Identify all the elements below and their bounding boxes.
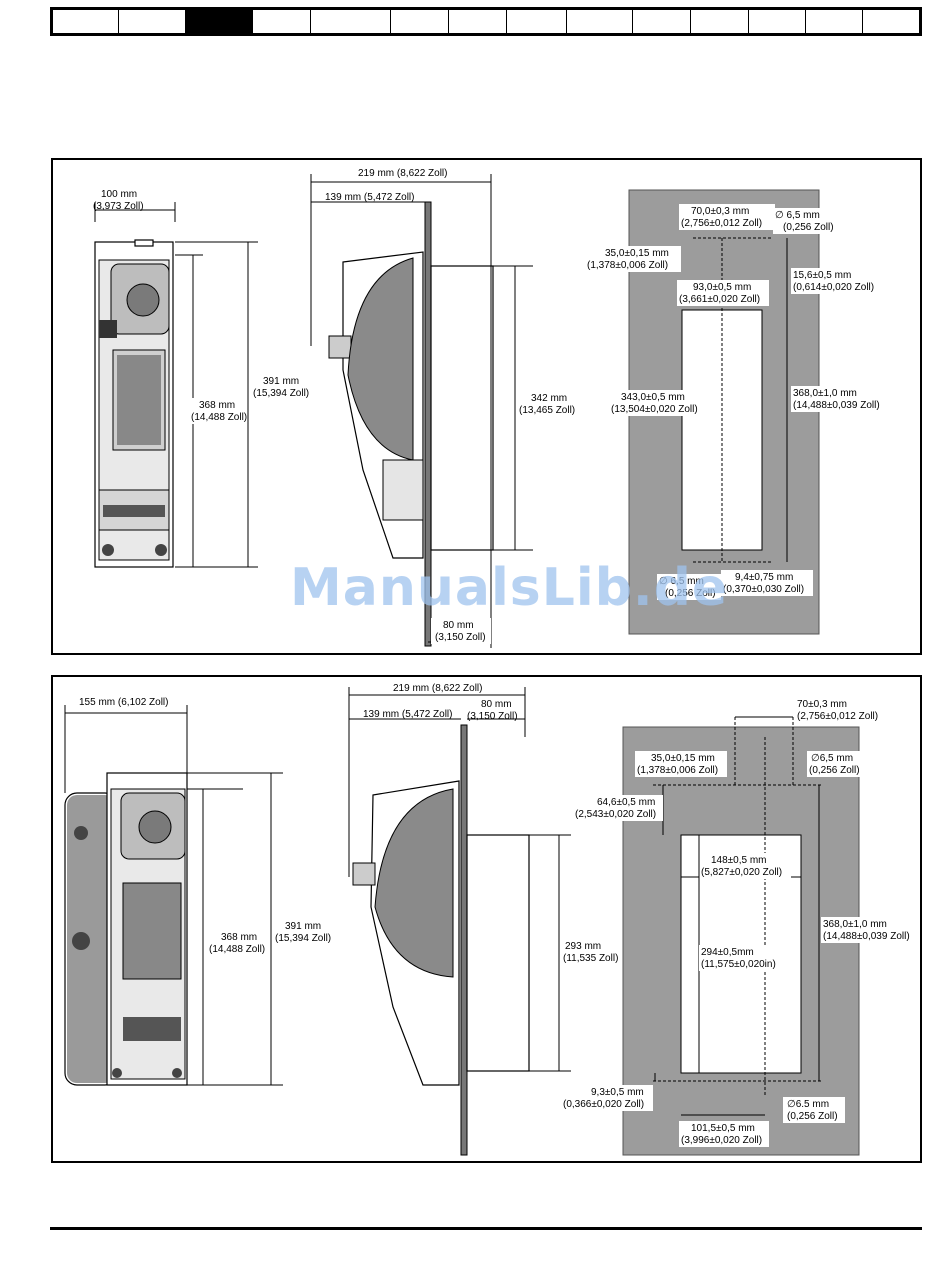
dim-hole-diameter: ∅ 6,5 mm — [775, 210, 820, 221]
chapter-tab-strip — [50, 7, 922, 36]
dim-depth-80-inch: (3,150 Zoll) — [435, 632, 486, 643]
dim-height-368-large-inch: (14,488 Zoll) — [209, 944, 265, 955]
dim-hole-diameter-lower-large: ∅6.5 mm — [787, 1099, 829, 1110]
dim-height-391: 391 mm — [263, 376, 299, 387]
dim-height-342-inch: (13,465 Zoll) — [519, 405, 575, 416]
chapter-tab[interactable] — [863, 10, 919, 33]
chapter-tab[interactable] — [391, 10, 449, 33]
dim-width-front-large: 155 mm (6,102 Zoll) — [79, 697, 168, 708]
dim-cutout-294: 294±0,5mm — [701, 947, 754, 958]
dim-cutout-148-inch: (5,827±0,020 Zoll) — [701, 867, 782, 878]
chapter-tab[interactable] — [119, 10, 186, 33]
dim-cutout-9-3-inch: (0,366±0,020 Zoll) — [563, 1099, 644, 1110]
chapter-tab[interactable] — [449, 10, 507, 33]
bottom-dimension-figure: 155 mm (6,102 Zoll) 368 mm (14,488 Zoll)… — [51, 675, 922, 1163]
top-figure-drawing: 100 mm (3,973 Zoll) 368 mm (14,488 Zoll)… — [93, 168, 885, 648]
dim-cutout-35-large-inch: (1,378±0,006 Zoll) — [637, 765, 718, 776]
chapter-tab[interactable] — [749, 10, 806, 33]
watermark-text: ManualsLib.de — [290, 558, 729, 618]
dim-width-front-inch: (3,973 Zoll) — [93, 201, 144, 212]
dim-height-368-large: 368 mm — [221, 932, 257, 943]
dim-hole-diameter-lower-large-inch: (0,256 Zoll) — [787, 1111, 838, 1122]
dim-hole-diameter-large: ∅6,5 mm — [811, 753, 853, 764]
dim-cutout-368: 368,0±1,0 mm — [793, 388, 857, 399]
side-view-drive — [328, 201, 494, 647]
dim-cutout-368-large-inch: (14,488±0,039 Zoll) — [823, 931, 910, 942]
dim-cutout-343-inch: (13,504±0,020 Zoll) — [611, 404, 698, 415]
bottom-figure-drawing: 155 mm (6,102 Zoll) 368 mm (14,488 Zoll)… — [64, 683, 915, 1156]
dim-height-368: 368 mm — [199, 400, 235, 411]
dim-depth-219-large: 219 mm (8,622 Zoll) — [393, 683, 482, 694]
top-dimension-figure: 100 mm (3,973 Zoll) 368 mm (14,488 Zoll)… — [51, 158, 922, 655]
dim-height-368-inch: (14,488 Zoll) — [191, 412, 247, 423]
dim-width-front: 100 mm — [101, 189, 137, 200]
dim-hole-diameter-lower: ∅ 6,5 mm — [659, 576, 704, 587]
front-view-drive — [94, 239, 174, 568]
dim-cutout-294-inch: (11,575±0,020in) — [701, 959, 776, 970]
dim-hole-diameter-lower-inch: (0,256 Zoll) — [665, 588, 716, 599]
dim-cutout-64-6-inch: (2,543±0,020 Zoll) — [575, 809, 656, 820]
dim-cutout-101-5-inch: (3,996±0,020 Zoll) — [681, 1135, 762, 1146]
dim-cutout-70-large: 70±0,3 mm — [797, 699, 847, 710]
dim-height-391-inch: (15,394 Zoll) — [253, 388, 309, 399]
footer-rule — [50, 1227, 922, 1230]
dim-depth-219: 219 mm (8,622 Zoll) — [358, 168, 447, 179]
dim-cutout-70-inch: (2,756±0,012 Zoll) — [681, 218, 762, 229]
dim-height-391-large-inch: (15,394 Zoll) — [275, 933, 331, 944]
dim-cutout-35: 35,0±0,15 mm — [605, 248, 669, 259]
dim-cutout-368-large: 368,0±1,0 mm — [823, 919, 887, 930]
dim-height-342: 342 mm — [531, 393, 567, 404]
dim-cutout-35-large: 35,0±0,15 mm — [651, 753, 715, 764]
dim-cutout-9-3: 9,3±0,5 mm — [591, 1087, 644, 1098]
dim-cutout-70-large-inch: (2,756±0,012 Zoll) — [797, 711, 878, 722]
dim-height-293: 293 mm — [565, 941, 601, 952]
dim-hole-diameter-inch: (0,256 Zoll) — [783, 222, 834, 233]
dim-cutout-343: 343,0±0,5 mm — [621, 392, 685, 403]
chapter-tab[interactable] — [633, 10, 691, 33]
chapter-tab[interactable] — [53, 10, 119, 33]
dim-cutout-148: 148±0,5 mm — [711, 855, 767, 866]
dim-height-391-large: 391 mm — [285, 921, 321, 932]
dim-cutout-101-5: 101,5±0,5 mm — [691, 1123, 755, 1134]
dim-depth-139: 139 mm (5,472 Zoll) — [325, 192, 414, 203]
dim-depth-80: 80 mm — [443, 620, 474, 631]
chapter-tab[interactable] — [507, 10, 567, 33]
dim-depth-80-large-inch: (3,150 Zoll) — [467, 711, 518, 722]
dim-cutout-15-6-inch: (0,614±0,020 Zoll) — [793, 282, 874, 293]
dim-cutout-35-inch: (1,378±0,006 Zoll) — [587, 260, 668, 271]
dim-hole-diameter-large-inch: (0,256 Zoll) — [809, 765, 860, 776]
chapter-tab[interactable] — [311, 10, 391, 33]
dim-cutout-15-6: 15,6±0,5 mm — [793, 270, 851, 281]
front-view-drive-large — [64, 772, 188, 1086]
dim-cutout-9-4: 9,4±0,75 mm — [735, 572, 793, 583]
dim-cutout-368-inch: (14,488±0,039 Zoll) — [793, 400, 880, 411]
chapter-tab[interactable] — [567, 10, 633, 33]
side-view-drive-large — [352, 724, 530, 1156]
dim-cutout-93-inch: (3,661±0,020 Zoll) — [679, 294, 760, 305]
chapter-tab[interactable] — [691, 10, 749, 33]
chapter-tab-active[interactable] — [186, 10, 253, 33]
dim-height-293-inch: (11,535 Zoll) — [563, 953, 618, 964]
dim-cutout-70: 70,0±0,3 mm — [691, 206, 749, 217]
dim-cutout-9-4-inch: (0,370±0,030 Zoll) — [723, 584, 804, 595]
chapter-tab[interactable] — [253, 10, 311, 33]
dim-depth-80-large: 80 mm — [481, 699, 512, 710]
chapter-tab[interactable] — [806, 10, 863, 33]
dim-cutout-64-6: 64,6±0,5 mm — [597, 797, 655, 808]
dim-depth-139-large: 139 mm (5,472 Zoll) — [363, 709, 452, 720]
dim-cutout-93: 93,0±0,5 mm — [693, 282, 751, 293]
